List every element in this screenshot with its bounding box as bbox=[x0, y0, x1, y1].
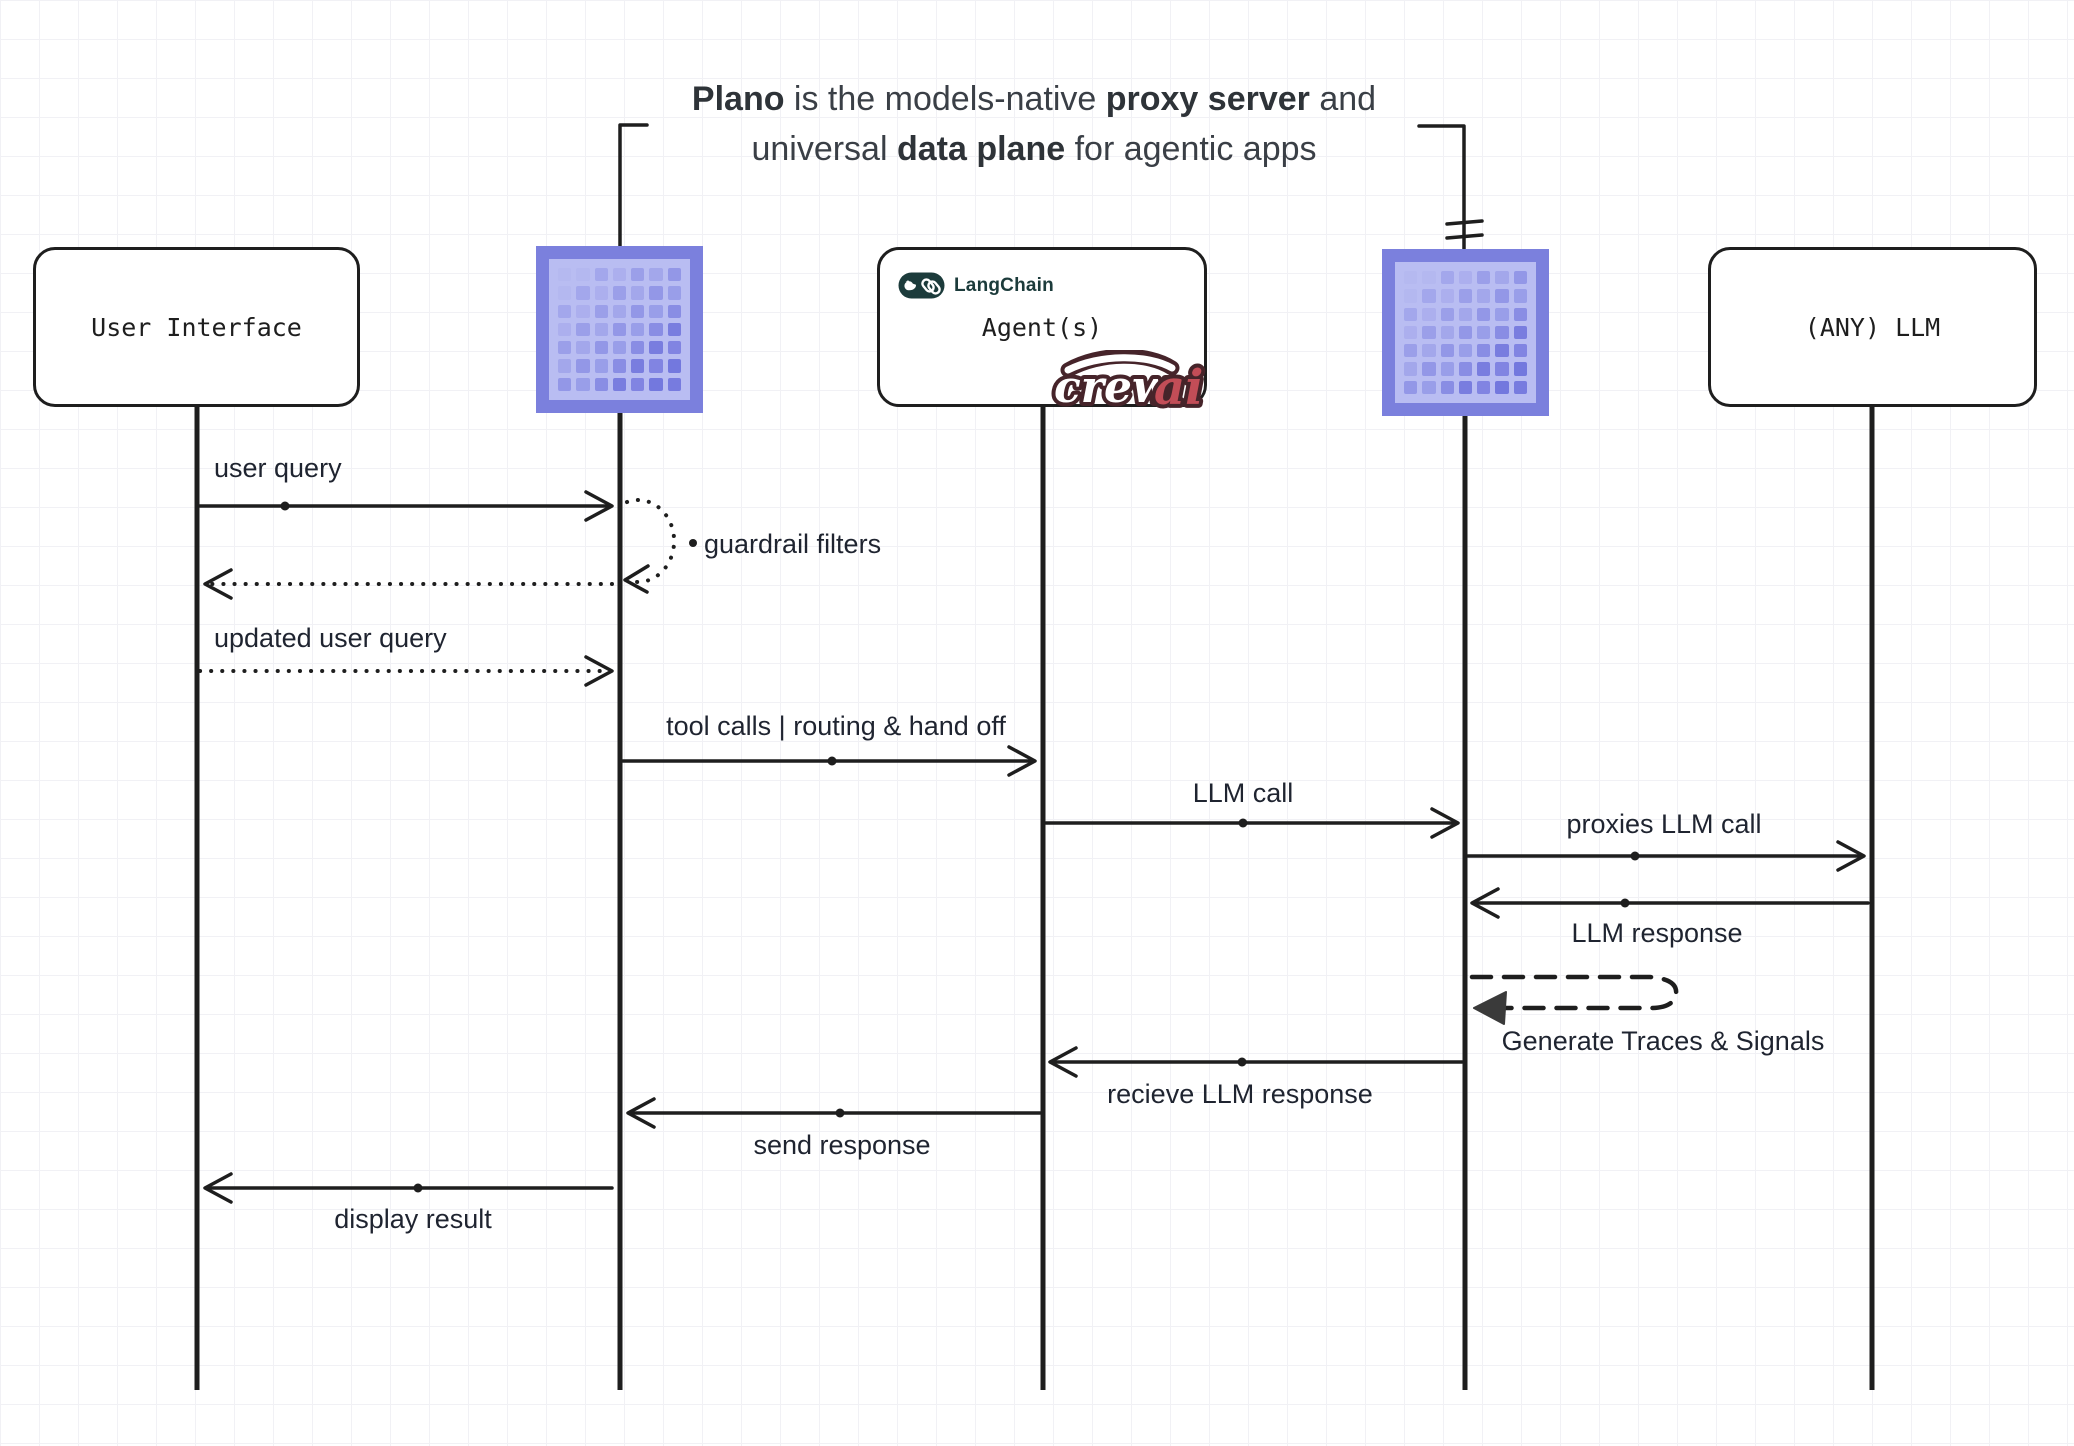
tool-calls-label: tool calls | routing & hand off bbox=[666, 711, 1006, 741]
actor-user-interface: User Interface bbox=[33, 247, 360, 407]
guardrail-loop-arrow bbox=[625, 498, 677, 584]
llm-response-arrow bbox=[1470, 887, 1870, 919]
plano-grid-icon bbox=[549, 259, 690, 400]
recieve-llm-response-label: recieve LLM response bbox=[1107, 1079, 1373, 1109]
plano-proxy-icon-left bbox=[536, 246, 703, 413]
filtered-query-return-arrow bbox=[203, 568, 614, 600]
crewai-logo-crew-text: crew bbox=[1054, 362, 1172, 413]
langchain-parrot-chain-icon bbox=[898, 272, 945, 299]
langchain-logo-label: LangChain bbox=[954, 274, 1054, 296]
llm-response-label: LLM response bbox=[1571, 918, 1743, 948]
user-query-arrow bbox=[198, 490, 614, 522]
send-response-label: send response bbox=[753, 1130, 931, 1160]
actor-agents-label: Agent(s) bbox=[981, 312, 1103, 342]
generate-traces-loop-arrow bbox=[1469, 974, 1679, 1025]
plano-grid-icon bbox=[1395, 262, 1536, 403]
diagram-title-line2: universal data plane for agentic apps bbox=[751, 130, 1317, 168]
generate-traces-label: Generate Traces & Signals bbox=[1501, 1026, 1825, 1056]
llm-call-arrow bbox=[1044, 807, 1460, 839]
llm-call-label: LLM call bbox=[1192, 778, 1294, 808]
connector-tick-marks bbox=[1445, 219, 1484, 240]
updated-user-query-arrow bbox=[198, 655, 614, 687]
recieve-llm-response-arrow bbox=[1048, 1046, 1464, 1078]
user-query-label: user query bbox=[214, 453, 342, 483]
proxies-llm-call-arrow bbox=[1466, 840, 1866, 872]
actor-user-interface-label: User Interface bbox=[91, 312, 302, 342]
crewai-logo-ai-text: ai bbox=[1154, 360, 1203, 414]
proxies-llm-call-label: proxies LLM call bbox=[1566, 809, 1762, 839]
actor-any-llm-label: (ANY) LLM bbox=[1804, 312, 1941, 342]
display-result-arrow bbox=[203, 1172, 614, 1204]
display-result-label: display result bbox=[334, 1204, 492, 1234]
crewai-logo: crew ai bbox=[1050, 350, 1207, 414]
plano-proxy-icon-right bbox=[1382, 249, 1549, 416]
guardrail-filters-label: guardrail filters bbox=[704, 529, 882, 559]
tool-calls-arrow bbox=[621, 745, 1037, 777]
diagram-title: Plano is the models-native proxy server … bbox=[559, 74, 1509, 174]
actor-any-llm: (ANY) LLM bbox=[1708, 247, 2037, 407]
langchain-logo: LangChain bbox=[898, 272, 1054, 299]
diagram-title-line1: Plano is the models-native proxy server … bbox=[691, 80, 1377, 118]
send-response-arrow bbox=[626, 1097, 1042, 1129]
guardrail-loop-head bbox=[623, 539, 697, 594]
updated-user-query-label: updated user query bbox=[214, 623, 447, 653]
